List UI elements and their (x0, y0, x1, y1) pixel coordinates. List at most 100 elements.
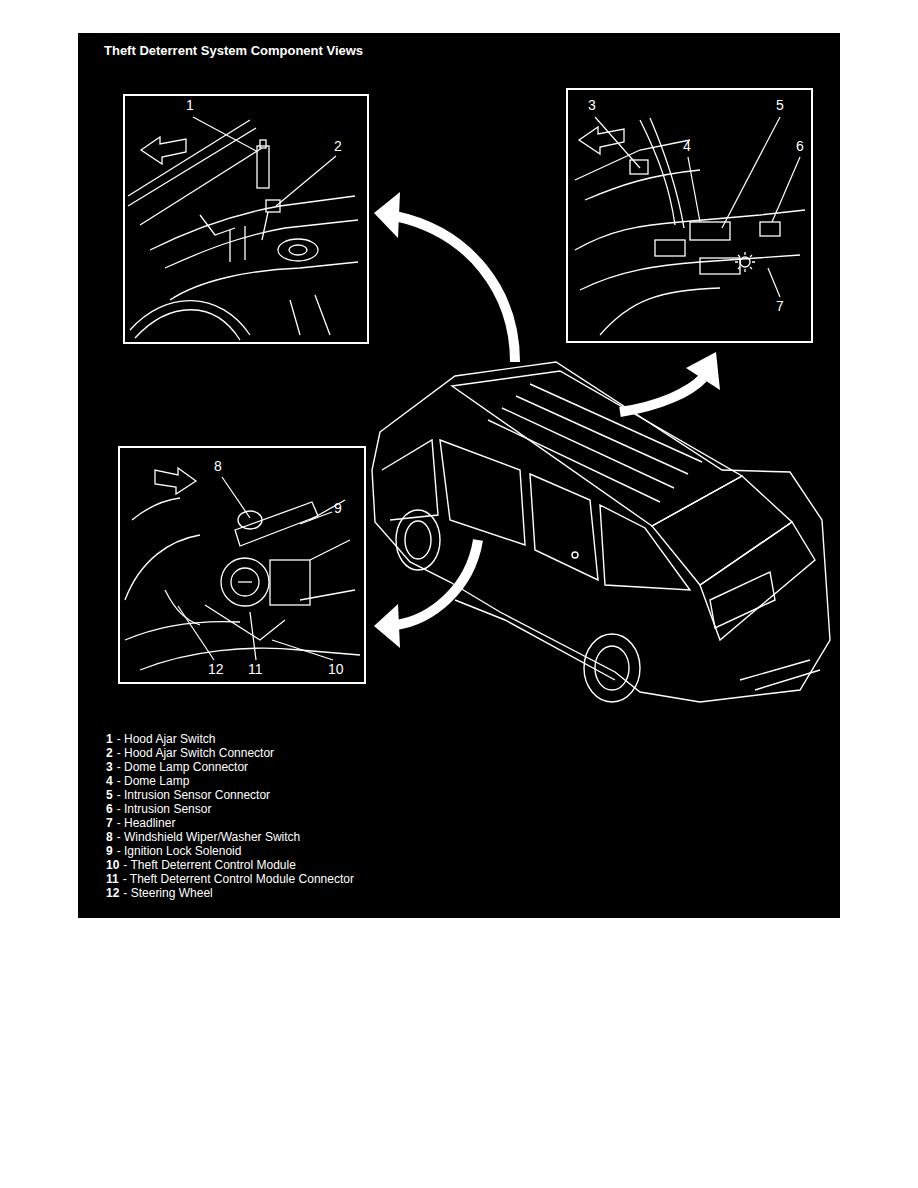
key-description: - Intrusion Sensor (117, 803, 212, 817)
pointer-arrow (686, 352, 720, 390)
leader-line (250, 612, 256, 660)
vehicle-drawing (710, 572, 775, 628)
key-description: - Hood Ajar Switch Connector (117, 747, 274, 761)
inset-view: 34567 (566, 88, 813, 343)
hood-inset-drawing (135, 310, 240, 340)
leader-line (178, 606, 214, 660)
vehicle-drawing (530, 474, 598, 580)
callout-number: 10 (328, 661, 344, 677)
callout-number: 12 (208, 661, 224, 677)
headliner-inset-drawing (650, 118, 684, 228)
key-description: - Theft Deterrent Control Module Connect… (123, 873, 354, 887)
key-number: 2 (106, 747, 113, 761)
leader-line (272, 640, 333, 660)
headliner-inset-drawing (760, 222, 780, 236)
leader-line (276, 156, 336, 206)
vehicle-drawing (396, 510, 440, 570)
callout-number: 5 (776, 97, 784, 113)
hood-inset-drawing (170, 262, 358, 300)
pointer-arrow (374, 604, 400, 648)
leader-line (193, 117, 258, 152)
hood-inset-drawing (289, 245, 307, 255)
hood-inset-drawing (150, 196, 355, 250)
pointer-arrow (374, 192, 720, 648)
headliner-inset-drawing (575, 118, 805, 335)
inset-view: 8 9 12 11 10 (118, 446, 366, 684)
key-number: 11 (106, 873, 119, 887)
steering-inset-drawing (238, 511, 262, 529)
callout-number: 8 (214, 458, 222, 474)
vehicle-drawing (405, 521, 431, 559)
hood-inset-drawing (230, 226, 245, 262)
leader-line (300, 512, 332, 524)
vehicle-drawing (452, 371, 742, 526)
leader-line (772, 157, 800, 222)
key-number: 7 (106, 817, 113, 831)
steering-inset-drawing (300, 500, 355, 600)
vehicle-drawing (455, 600, 615, 680)
headliner-inset-drawing (575, 210, 805, 250)
headliner-inset-drawing (600, 288, 720, 335)
steering-inset-drawing (270, 560, 310, 605)
hood-inset-drawing (257, 146, 269, 188)
key-description: - Steering Wheel (123, 887, 212, 901)
vehicle-drawing (652, 476, 792, 585)
black-panel (78, 33, 840, 918)
headliner-inset-drawing (700, 258, 740, 274)
hood-inset-drawing (266, 200, 280, 212)
hood-inset-drawing (290, 295, 330, 335)
hood-inset-drawing (262, 212, 268, 240)
leader-line (595, 117, 640, 168)
key-number: 1 (106, 733, 113, 747)
vehicle-drawing (595, 646, 629, 690)
callout-number: 3 (588, 97, 596, 113)
key-number: 12 (106, 887, 119, 901)
leader-line (222, 477, 250, 518)
key-description: - Hood Ajar Switch (117, 733, 216, 747)
steering-inset-drawing (231, 568, 259, 596)
headliner-inset-drawing (735, 252, 755, 272)
key-number: 5 (106, 789, 113, 803)
key-description: - Headliner (117, 817, 176, 831)
key-description: - Dome Lamp (117, 775, 190, 789)
steering-inset-drawing (125, 622, 240, 640)
callout-number: 11 (248, 661, 263, 677)
hood-inset-drawing (141, 137, 186, 164)
headliner-inset-drawing (740, 257, 750, 267)
steering-inset-drawing (221, 558, 269, 606)
headliner-inset-drawing (579, 127, 624, 154)
steering-inset-drawing (165, 590, 200, 625)
hood-inset-drawing (260, 140, 266, 148)
hood-inset-drawing (200, 215, 235, 235)
leader-line (178, 117, 800, 660)
leader-line (688, 157, 700, 222)
leader-line (768, 268, 780, 297)
vehicle-drawing (372, 362, 830, 702)
black-panel (78, 33, 840, 918)
steering-inset-drawing (238, 581, 252, 582)
callout-number: 2 (334, 138, 342, 154)
key-number: 6 (106, 803, 113, 817)
key-description: - Windshield Wiper/Washer Switch (117, 831, 301, 845)
callout-number: 1 (186, 97, 194, 113)
pointer-arrow (620, 378, 703, 412)
steering-inset-drawing (125, 535, 200, 600)
key-description: - Ignition Lock Solenoid (117, 845, 242, 859)
vehicle-drawing (440, 440, 525, 545)
hood-inset-drawing (278, 239, 318, 261)
diagram-title: Theft Deterrent System Component Views (104, 44, 363, 59)
vehicle-drawing (572, 552, 578, 558)
hood-inset-drawing (128, 128, 256, 206)
callout-number: 4 (683, 138, 691, 154)
callout-number: 9 (334, 500, 342, 516)
pointer-arrow (395, 216, 515, 362)
hood-inset-drawing (128, 120, 358, 340)
leader-line (722, 117, 780, 228)
key-number: 4 (106, 775, 113, 789)
callout-number: 7 (776, 298, 784, 314)
steering-inset-drawing (155, 468, 196, 494)
steering-inset-drawing (132, 498, 180, 520)
